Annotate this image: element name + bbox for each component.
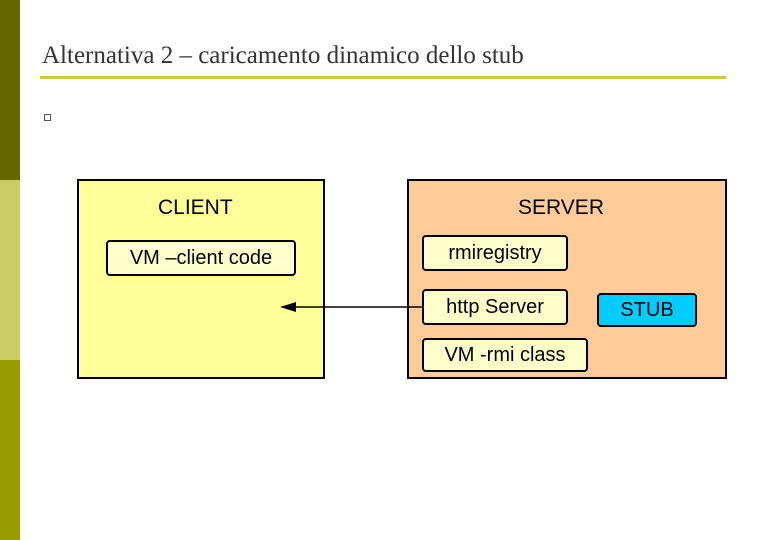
slide-title: Alternativa 2 – caricamento dinamico del… — [42, 42, 524, 69]
http-server-box: http Server — [422, 289, 568, 325]
client-panel — [77, 179, 325, 379]
rmiregistry-box: rmiregistry — [422, 235, 568, 271]
slide-sidebar — [0, 0, 20, 540]
sidebar-segment-middle — [0, 180, 20, 360]
title-underline — [40, 76, 726, 79]
stub-box: STUB — [597, 293, 697, 327]
sidebar-segment-top — [0, 0, 20, 180]
rmi-class-box: VM -rmi class — [422, 338, 588, 372]
sidebar-segment-bottom — [0, 360, 20, 540]
bullet-square-icon — [44, 114, 51, 121]
client-label: CLIENT — [158, 196, 233, 219]
server-label: SERVER — [518, 196, 604, 219]
arrow-head-icon — [280, 302, 296, 312]
client-code-box: VM –client code — [106, 240, 296, 276]
